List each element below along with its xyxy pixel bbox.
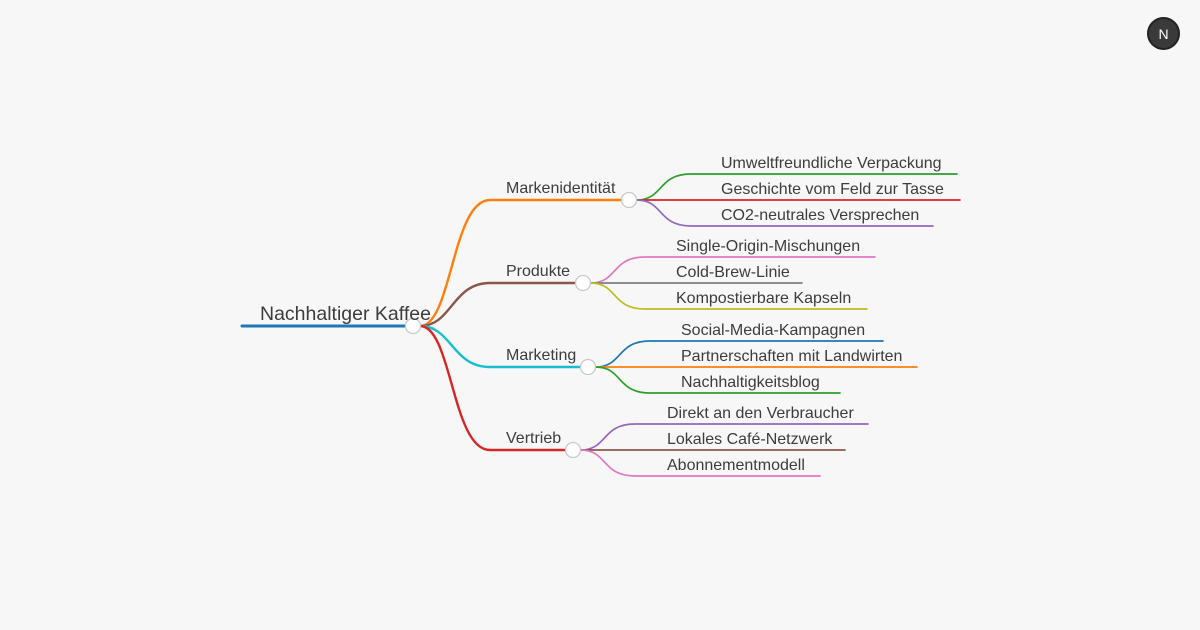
- child-link-social-media-kampagnen: [594, 340, 884, 368]
- child-label-direkt-an-den-verbraucher[interactable]: Direkt an den Verbraucher: [667, 405, 854, 422]
- child-label-single-origin-mischungen[interactable]: Single-Origin-Mischungen: [676, 238, 860, 255]
- child-link-abonnementmodell: [579, 449, 821, 477]
- child-link-co2-neutrales-versprechen: [635, 199, 934, 227]
- child-link-umweltfreundliche-verpackung: [635, 173, 958, 201]
- child-link-nachhaltigkeitsblog: [594, 366, 841, 394]
- branch-link-markenidentitaet: [418, 198, 623, 328]
- branch-link-marketing: [418, 324, 582, 369]
- node-circle-vertrieb[interactable]: [564, 441, 582, 459]
- child-label-lokales-cafe-netzwerk[interactable]: Lokales Café-Netzwerk: [667, 431, 833, 448]
- branch-label-marketing[interactable]: Marketing: [506, 347, 576, 364]
- user-avatar[interactable]: N: [1147, 17, 1180, 50]
- child-link-kompostierbare-kapseln: [589, 282, 868, 310]
- child-label-umweltfreundliche-verpackung[interactable]: Umweltfreundliche Verpackung: [721, 155, 942, 172]
- child-label-nachhaltigkeitsblog[interactable]: Nachhaltigkeitsblog: [681, 374, 820, 391]
- branch-label-vertrieb[interactable]: Vertrieb: [506, 430, 561, 447]
- child-label-co2-neutrales-versprechen[interactable]: CO2-neutrales Versprechen: [721, 207, 919, 224]
- branch-link-produkte: [418, 281, 577, 328]
- node-circle-produkte[interactable]: [574, 274, 592, 292]
- branch-label-produkte[interactable]: Produkte: [506, 263, 570, 280]
- child-label-social-media-kampagnen[interactable]: Social-Media-Kampagnen: [681, 322, 865, 339]
- child-label-kompostierbare-kapseln[interactable]: Kompostierbare Kapseln: [676, 290, 851, 307]
- node-circle-marketing[interactable]: [579, 358, 597, 376]
- branch-link-vertrieb: [418, 324, 567, 452]
- child-label-abonnementmodell[interactable]: Abonnementmodell: [667, 457, 805, 474]
- child-link-direkt-an-den-verbraucher: [579, 423, 869, 451]
- child-label-geschichte-vom-feld-zur-tasse[interactable]: Geschichte vom Feld zur Tasse: [721, 181, 944, 198]
- child-link-single-origin-mischungen: [589, 256, 876, 284]
- root-node-circle[interactable]: [404, 317, 422, 335]
- avatar-initial: N: [1158, 25, 1169, 42]
- child-label-cold-brew-linie[interactable]: Cold-Brew-Linie: [676, 264, 790, 281]
- child-label-partnerschaften-mit-landwirten[interactable]: Partnerschaften mit Landwirten: [681, 348, 902, 365]
- branch-label-markenidentitaet[interactable]: Markenidentität: [506, 180, 616, 197]
- node-circle-markenidentitaet[interactable]: [620, 191, 638, 209]
- root-label[interactable]: Nachhaltiger Kaffee: [260, 303, 431, 325]
